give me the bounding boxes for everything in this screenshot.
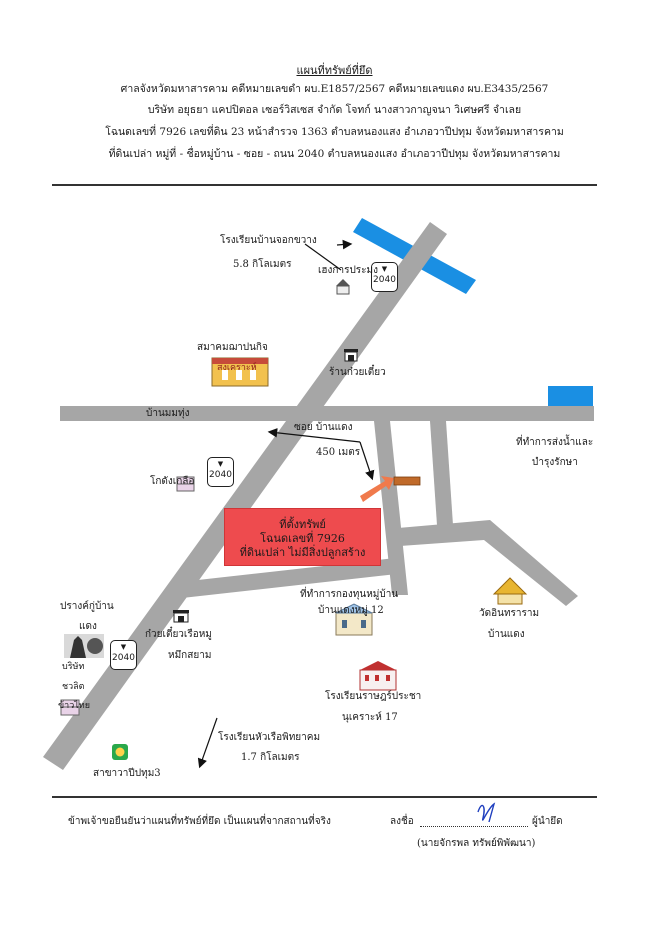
arrow-450-left bbox=[267, 428, 361, 443]
parties-line: บริษัท อยุธยา แคปปิตอล เซอร์วิสเซส จำกัด… bbox=[147, 104, 522, 116]
route-sign-number: 2040 bbox=[373, 275, 396, 285]
road-to-wat bbox=[398, 520, 578, 606]
arrow-school-top bbox=[304, 243, 342, 271]
highway-emblem-icon: ▼ bbox=[217, 460, 224, 468]
arrow-450-down bbox=[359, 441, 375, 481]
label-school-top-dist: 5.8 กิโลเมตร bbox=[233, 259, 292, 270]
label-noodle-pork-2: หมึกสยาม bbox=[168, 650, 212, 661]
property-desc: ที่ดินเปล่า ไม่มีสิ่งปลูกสร้าง bbox=[239, 546, 366, 559]
road-ban-mom-thung bbox=[60, 406, 594, 421]
label-noodle-shop: ร้านก๋วยเตี๋ยว bbox=[329, 367, 386, 378]
bank-branch-icon bbox=[112, 744, 128, 760]
route-sign-number: 2040 bbox=[112, 653, 135, 663]
company-icon bbox=[60, 699, 80, 716]
property-deed: โฉนดเลขที่ 7926 bbox=[260, 532, 345, 545]
label-songkroh: สงเคราะห์ bbox=[217, 363, 257, 373]
soi-ban-daeng-left bbox=[374, 421, 408, 595]
label-wat-2: บ้านแดง bbox=[488, 629, 525, 640]
hengkarn-icon bbox=[336, 279, 350, 295]
label-noodle-pork-1: ก๋วยเตี๋ยวเรือหมู bbox=[145, 629, 212, 640]
school-building-icon bbox=[359, 661, 397, 691]
location-line: ที่ดินเปล่า หมู่ที่ - ชื่อหมู่บ้าน - ซอย… bbox=[108, 148, 561, 160]
arrow-head-top bbox=[336, 239, 353, 250]
label-school-bottom-dist: 1.7 กิโลเมตร bbox=[241, 752, 300, 763]
label-village-no: บ้านแดงหมู่ 12 bbox=[318, 605, 384, 616]
arrow-school-bottom bbox=[197, 717, 218, 769]
road-lower bbox=[180, 558, 397, 598]
footer-divider bbox=[52, 796, 597, 798]
property-marker bbox=[393, 476, 421, 486]
label-water-office-1: ที่ทำการส่งน้ำและ bbox=[516, 437, 594, 448]
property-title: ที่ตั้งทรัพย์ bbox=[279, 518, 326, 531]
label-school-bottom: โรงเรียนหัวเรือพิทยาคม bbox=[218, 732, 321, 743]
temple-icon bbox=[492, 577, 528, 605]
label-school-mid-2: นุเคราะห์ 17 bbox=[342, 712, 398, 723]
noodle-shop-icon bbox=[344, 349, 358, 362]
route-sign-2040-mid: ▼ 2040 bbox=[207, 457, 234, 487]
map-title: แผนที่ทรัพย์ที่ยึด bbox=[296, 64, 373, 77]
signature bbox=[477, 802, 496, 823]
label-school-mid-1: โรงเรียนราษฎร์ประชา bbox=[325, 691, 422, 702]
case-line: ศาลจังหวัดมหาสารคาม คดีหมายเลขดำ ผบ.E185… bbox=[120, 83, 549, 95]
property-location-box: ที่ตั้งทรัพย์ โฉนดเลขที่ 7926 ที่ดินเปล่… bbox=[224, 508, 381, 566]
soi-ban-daeng-right bbox=[430, 421, 454, 540]
label-branch: สาขาวาปีปทุม3 bbox=[93, 768, 161, 779]
label-wat-1: วัดอินทราราม bbox=[479, 608, 540, 619]
seizer-label: ผู้นำยึด bbox=[532, 816, 563, 827]
label-road-main: บ้านมมทุ่ง bbox=[146, 408, 190, 419]
label-distance-450: 450 เมตร bbox=[316, 447, 361, 458]
label-kodang: โกดังเกลือ bbox=[150, 476, 195, 487]
highway-emblem-icon: ▼ bbox=[381, 265, 388, 273]
sign-label: ลงชื่อ bbox=[390, 816, 414, 827]
route-sign-2040-top: ▼ 2040 bbox=[371, 262, 398, 292]
deed-line: โฉนดเลขที่ 7926 เลขที่ดิน 23 หน้าสำรวจ 1… bbox=[105, 126, 564, 138]
label-water-office-2: บำรุงรักษา bbox=[532, 457, 578, 468]
route-sign-2040-bottom: ▼ 2040 bbox=[110, 640, 137, 670]
label-samakom: สมาคมฌาปนกิจ bbox=[197, 342, 268, 353]
route-sign-number: 2040 bbox=[209, 470, 232, 480]
songkroh-building-icon bbox=[211, 357, 269, 387]
label-hengkarn: เฮงการประมง bbox=[318, 265, 379, 276]
certify-statement: ข้าพเจ้าขอยืนยันว่าแผนที่ทรัพย์ที่ยึด เป… bbox=[68, 816, 331, 827]
label-road-soi: ซอย บ้านแดง bbox=[294, 422, 353, 433]
label-school-top: โรงเรียนบ้านจอกขวาง bbox=[220, 235, 317, 246]
label-company-2: ชวลิต bbox=[62, 682, 85, 692]
noodle-boat-icon bbox=[173, 610, 189, 623]
village-office-icon bbox=[335, 603, 373, 636]
label-prang-2: แดง bbox=[79, 621, 97, 632]
prang-icon bbox=[64, 634, 104, 658]
label-company-1: บริษัท bbox=[62, 662, 85, 672]
header-divider bbox=[52, 184, 597, 186]
label-company-3: ข้าวไทย bbox=[58, 701, 90, 711]
label-village-office: ที่ทำการกองทุนหมู่บ้าน bbox=[300, 589, 399, 600]
highway-emblem-icon: ▼ bbox=[120, 643, 127, 651]
signature-line bbox=[420, 826, 528, 827]
property-pointer-arrow bbox=[360, 476, 394, 502]
warehouse-icon bbox=[176, 476, 195, 492]
label-prang-1: ปรางค์กู่บ้าน bbox=[60, 601, 114, 612]
signer-name: (นายจักรพล ทรัพย์พิพัฒนา) bbox=[417, 838, 536, 849]
